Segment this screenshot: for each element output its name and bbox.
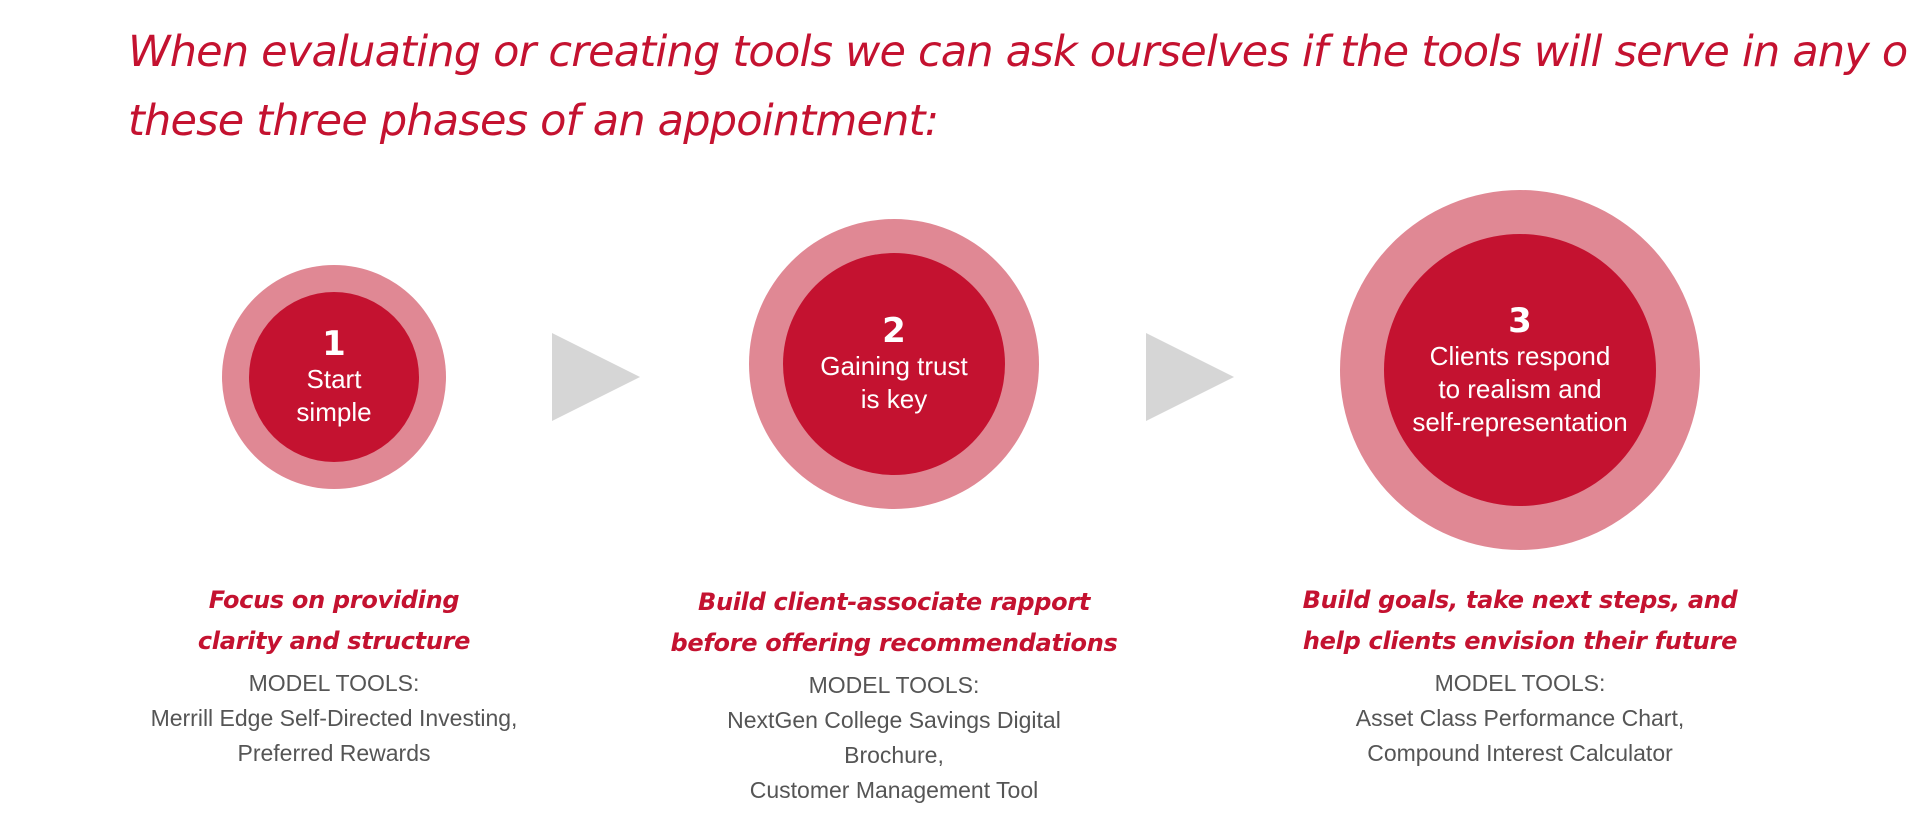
phase-3-tools: Asset Class Performance Chart, Compound … <box>1240 701 1800 771</box>
phase-2-circle: 2 Gaining trust is key <box>749 219 1039 509</box>
phase-1-label-line: Start <box>306 364 362 394</box>
phase-3-number: 3 <box>1508 300 1532 341</box>
phase-2-number: 2 <box>882 311 906 351</box>
phase-1-heading-line: clarity and structure <box>197 627 471 655</box>
phase-3-heading-line: Build goals, take next steps, and <box>1302 586 1738 614</box>
phase-1-heading: Focus on providing clarity and structure <box>54 580 614 662</box>
phase-3-heading: Build goals, take next steps, and help c… <box>1240 580 1800 662</box>
phase-3-tool: Compound Interest Calculator <box>1367 740 1673 766</box>
phase-1-tools: Merrill Edge Self-Directed Investing, Pr… <box>54 701 614 771</box>
phase-3-label: Clients respond to realism and self-repr… <box>1412 340 1627 439</box>
phase-1-inner-circle: 1 Start simple <box>249 292 419 462</box>
phase-2-label-line: Gaining trust <box>820 351 968 381</box>
phase-1-model-tools-label: MODEL TOOLS: <box>248 670 420 696</box>
arrow-1-to-2 <box>552 333 640 421</box>
title-line-2: these three phases of an appointment: <box>128 96 939 146</box>
phase-3-inner-circle: 3 Clients respond to realism and self-re… <box>1384 234 1656 506</box>
phase-2-tool: Customer Management Tool <box>749 777 1039 803</box>
phase-1-number: 1 <box>322 324 346 364</box>
phase-2-heading-line: Build client-associate rapport <box>697 588 1091 616</box>
phase-3-label-line: self-representation <box>1412 406 1628 437</box>
phase-3-label-line: to realism and <box>1438 373 1602 404</box>
phase-1-description: Focus on providing clarity and structure… <box>54 580 614 771</box>
phase-2-heading: Build client-associate rapport before of… <box>614 582 1174 664</box>
phase-1-label-line: simple <box>296 397 372 427</box>
phase-1-circle: 1 Start simple <box>222 265 446 489</box>
phase-1-tool: Preferred Rewards <box>237 740 431 766</box>
phase-3-description: Build goals, take next steps, and help c… <box>1240 580 1800 771</box>
phase-2-model-tools-label: MODEL TOOLS: <box>808 672 980 698</box>
phase-2-tools: NextGen College Savings Digital Brochure… <box>614 703 1174 808</box>
phase-2-tool: Brochure, <box>844 742 944 768</box>
phase-1-tool: Merrill Edge Self-Directed Investing, <box>150 705 518 731</box>
phase-3-model-tools-label: MODEL TOOLS: <box>1434 670 1606 696</box>
phase-3-circle: 3 Clients respond to realism and self-re… <box>1340 190 1700 550</box>
phase-2-tool: NextGen College Savings Digital <box>727 707 1061 733</box>
phase-3-tool: Asset Class Performance Chart, <box>1355 705 1685 731</box>
title-line-1: When evaluating or creating tools we can… <box>128 27 1910 77</box>
phase-2-label-line: is key <box>860 384 928 414</box>
phase-3-heading-line: help clients envision their future <box>1302 627 1738 655</box>
phase-2-inner-circle: 2 Gaining trust is key <box>783 253 1005 475</box>
phase-1-label: Start simple <box>296 363 371 429</box>
phase-2-label: Gaining trust is key <box>820 350 967 416</box>
phase-1-heading-line: Focus on providing <box>208 586 460 614</box>
phase-2-description: Build client-associate rapport before of… <box>614 582 1174 808</box>
phase-2-heading-line: before offering recommendations <box>670 629 1118 657</box>
phase-3-label-line: Clients respond <box>1429 340 1611 371</box>
arrow-2-to-3 <box>1146 333 1234 421</box>
page-title: When evaluating or creating tools we can… <box>128 18 1910 156</box>
